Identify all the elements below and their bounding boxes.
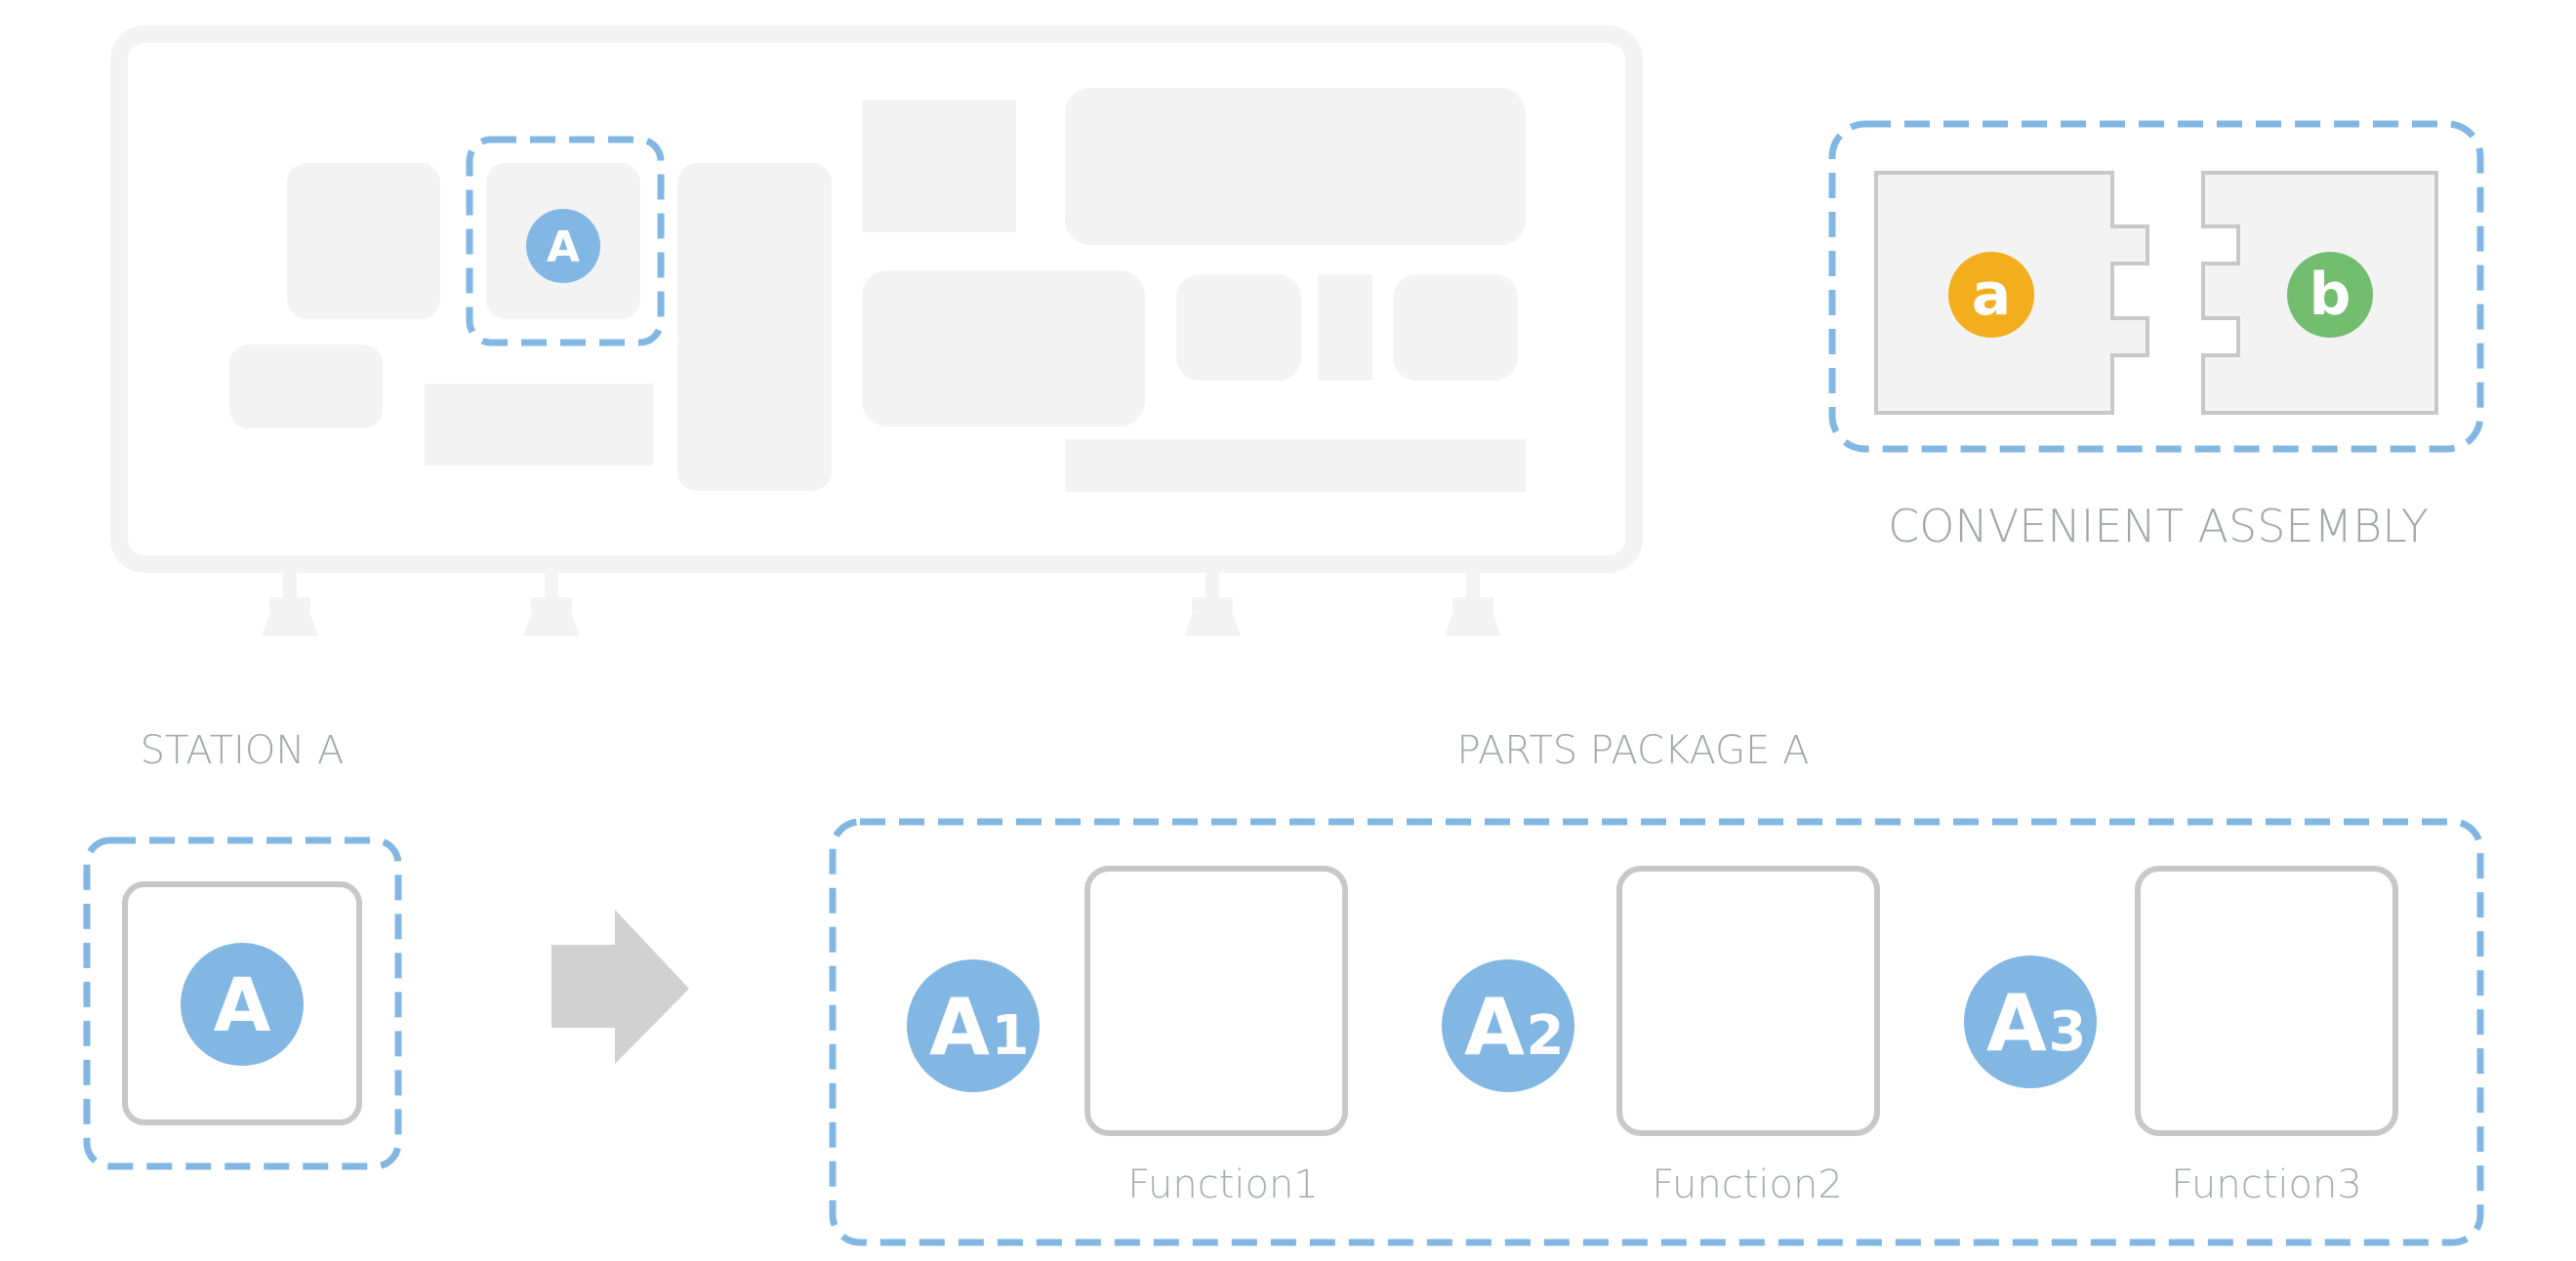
module-block bbox=[1393, 274, 1518, 381]
module-block bbox=[1318, 274, 1372, 381]
function-box-2 bbox=[1616, 866, 1880, 1136]
part-item-2: A 2 Function2 bbox=[1442, 866, 1880, 1207]
module-block bbox=[1065, 439, 1526, 492]
part-a2-badge-number: 2 bbox=[1527, 1004, 1565, 1068]
module-block bbox=[1065, 88, 1526, 245]
machine-leg bbox=[262, 566, 318, 636]
machine-leg bbox=[523, 566, 580, 636]
machine-leg bbox=[1445, 566, 1501, 636]
function-box-1 bbox=[1084, 866, 1348, 1136]
part-a3-badge-number: 3 bbox=[2049, 1000, 2087, 1064]
module-block bbox=[229, 345, 383, 428]
part-a2-badge-letter: A bbox=[1464, 982, 1525, 1073]
convenient-assembly-group: a b CONVENIENT ASSEMBLY bbox=[1828, 120, 2484, 552]
station-a-large-badge-label: A bbox=[214, 961, 271, 1048]
function-box-3 bbox=[2135, 866, 2398, 1136]
module-block bbox=[862, 270, 1145, 427]
station-a-group: STATION A A bbox=[83, 728, 402, 1170]
station-a-frame bbox=[83, 836, 402, 1170]
part-a1-badge-letter: A bbox=[929, 982, 990, 1073]
parts-package-frame bbox=[829, 818, 2484, 1246]
function-label-1: Function1 bbox=[1127, 1162, 1319, 1207]
parts-package-label: PARTS PACKAGE A bbox=[1456, 728, 1809, 773]
part-a2-badge: A 2 bbox=[1442, 959, 1574, 1092]
station-a-highlight bbox=[466, 136, 665, 346]
part-a-badge: a bbox=[1948, 252, 2034, 338]
station-a-small-badge: A bbox=[526, 209, 600, 283]
station-a-small-badge-label: A bbox=[547, 223, 580, 272]
module-block bbox=[425, 384, 653, 466]
module-block bbox=[862, 101, 1016, 232]
part-b-badge-label: b bbox=[2310, 261, 2351, 329]
convenient-assembly-label: CONVENIENT ASSEMBLY bbox=[1888, 500, 2429, 552]
right-arrow-icon bbox=[552, 910, 689, 1064]
function-label-2: Function2 bbox=[1652, 1162, 1843, 1207]
machine-leg bbox=[1184, 566, 1241, 636]
part-a-badge-label: a bbox=[1972, 261, 2012, 329]
station-a-large-badge: A bbox=[181, 943, 304, 1066]
part-a3-badge: A 3 bbox=[1964, 956, 2097, 1088]
part-a1-badge: A 1 bbox=[907, 959, 1040, 1092]
part-item-1: A 1 Function1 bbox=[907, 866, 1348, 1207]
module-block bbox=[677, 163, 832, 491]
module-block bbox=[287, 163, 440, 319]
convenient-assembly-frame bbox=[1828, 120, 2484, 453]
machine-legs bbox=[262, 566, 1501, 636]
machine-modules bbox=[229, 88, 1526, 492]
parts-package-group: PARTS PACKAGE A A 1 Function1 A 2 Functi… bbox=[829, 728, 2484, 1246]
part-a1-badge-number: 1 bbox=[992, 1004, 1030, 1068]
station-layout-machine: A bbox=[110, 25, 1643, 636]
station-a-label: STATION A bbox=[141, 728, 345, 773]
part-a3-badge-letter: A bbox=[1986, 978, 2047, 1069]
function-label-3: Function3 bbox=[2171, 1162, 2362, 1207]
module-block bbox=[1176, 274, 1301, 381]
part-item-3: A 3 Function3 bbox=[1964, 866, 2398, 1207]
part-b-badge: b bbox=[2287, 252, 2373, 338]
